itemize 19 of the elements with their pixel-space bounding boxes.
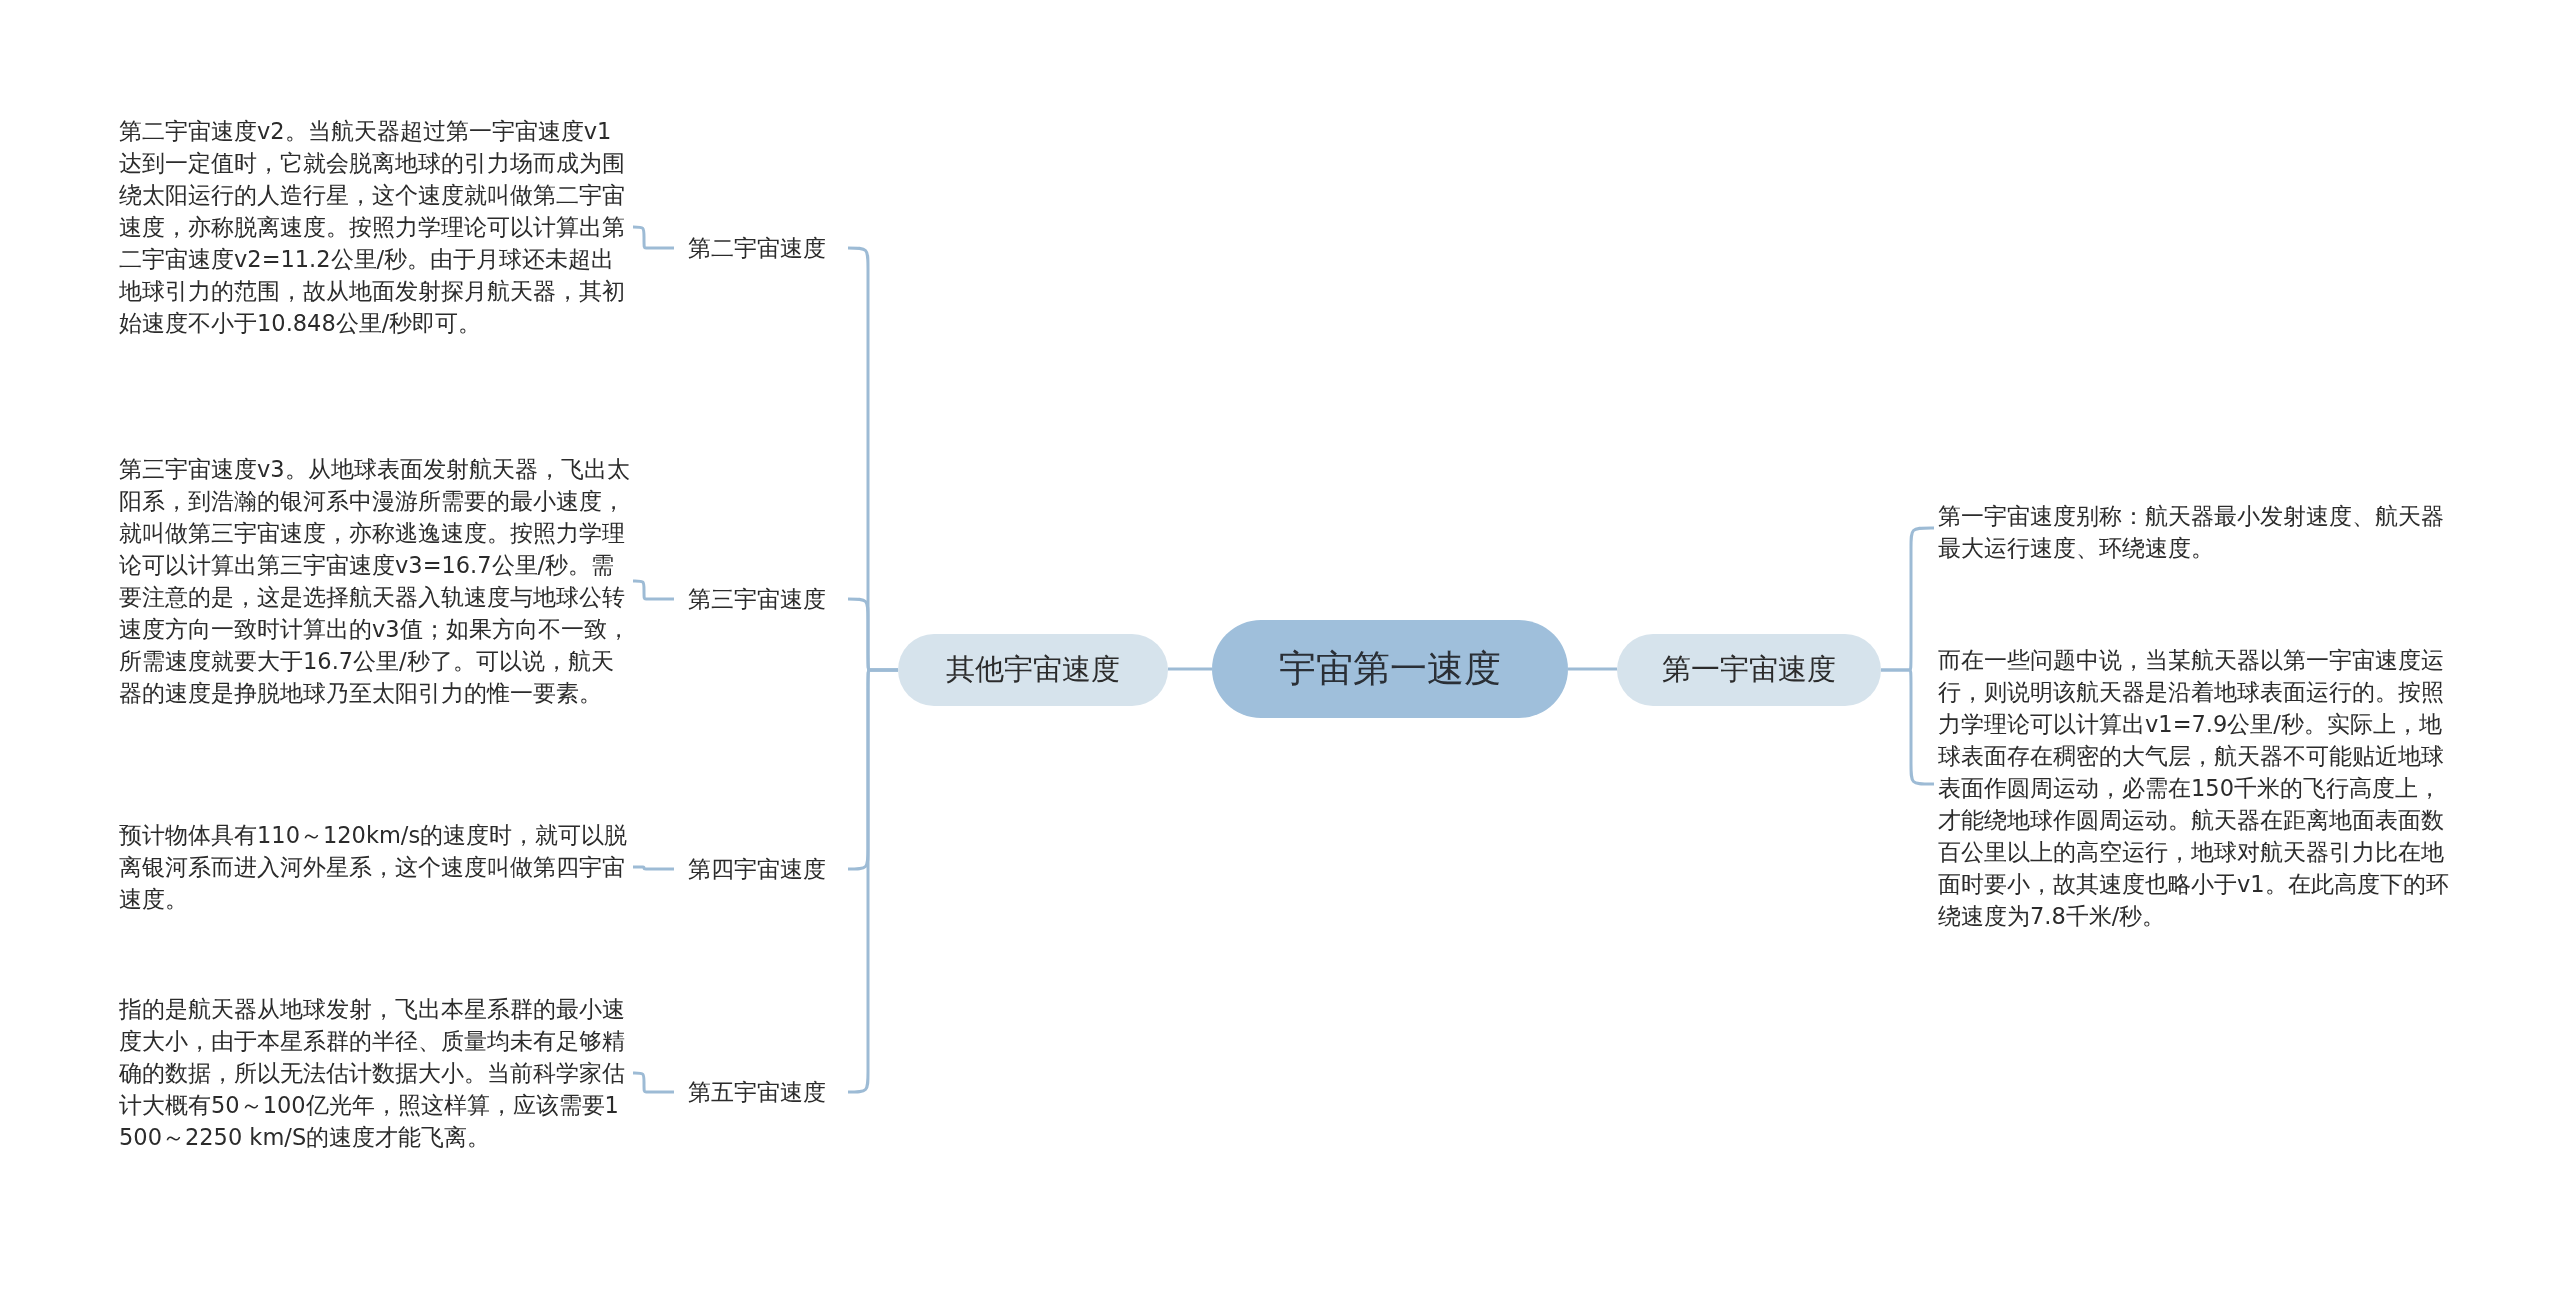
- connector-line: [633, 865, 674, 871]
- subtopic-label: 第五宇宙速度: [674, 1074, 848, 1110]
- connector-line: [633, 579, 674, 601]
- note-text: 第一宇宙速度别称：航天器最小发射速度、航天器最大运行速度、环绕速度。: [1938, 500, 2450, 564]
- subtopic-label: 第二宇宙速度: [674, 230, 848, 266]
- topic-pill: 第一宇宙速度: [1617, 634, 1881, 706]
- note-text: 指的是航天器从地球发射，飞出本星系群的最小速度大小，由于本星系群的半径、质量均未有足够精确的数据，所以无法估计数据大小。当前科学家估计大概有50～100亿光年，照这样算，应该需要1500～2250 km/S的速度才能飞离。: [119, 993, 631, 1153]
- connector-line: [632, 225, 674, 250]
- topic-pill: 其他宇宙速度: [898, 634, 1168, 706]
- subtopic-label: 第四宇宙速度: [674, 851, 848, 887]
- note-text: 而在一些问题中说，当某航天器以第一宇宙速度运行，则说明该航天器是沿着地球表面运行的。按照力学理论可以计算出v1=7.9公里/秒。实际上，地球表面存在稠密的大气层，航天器不可能贴近地球表面作圆周运动，必需在150千米的飞行高度上，才能绕地球作圆周运动。航天器在距离地面表面数百公里以上的高空运行，地球对航天器引力比在地面时要小，故其速度也略小于v1。在此高度下的环绕速度为7.8千米/秒。: [1938, 644, 2450, 932]
- connector-line: [1568, 667, 1617, 671]
- connector-line: [633, 1071, 674, 1094]
- note-text: 预计物体具有110～120km/s的速度时，就可以脱离银河系而进入河外星系，这个速度叫做第四宇宙速度。: [119, 819, 631, 915]
- note-text: 第三宇宙速度v3。从地球表面发射航天器，飞出太阳系，到浩瀚的银河系中漫游所需要的最小速度，就叫做第三宇宙速度，亦称逃逸速度。按照力学理论可以计算出第三宇宙速度v3=16.7公里/秒。需要注意的是，这是选择航天器入轨速度与地球公转速度方向一致时计算出的v3值；如果方向不一致，所需速度就要大于16.7公里/秒了。可以说，航天器的速度是挣脱地球乃至太阳引力的惟一要素。: [119, 453, 631, 709]
- connector-line: [1168, 667, 1212, 671]
- central-topic: 宇宙第一速度: [1212, 620, 1568, 718]
- note-text: 第二宇宙速度v2。当航天器超过第一宇宙速度v1达到一定值时，它就会脱离地球的引力场而成为围绕太阳运行的人造行星，这个速度就叫做第二宇宙速度，亦称脱离速度。按照力学理论可以计算出第二宇宙速度v2=11.2公里/秒。由于月球还未超出地球引力的范围，故从地面发射探月航天器，其初始速度不小于10.848公里/秒即可。: [119, 115, 631, 339]
- subtopic-label: 第三宇宙速度: [674, 581, 848, 617]
